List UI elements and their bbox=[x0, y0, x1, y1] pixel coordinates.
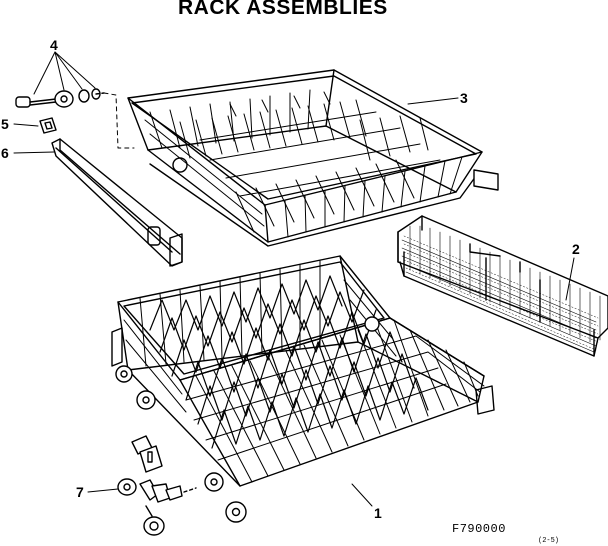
rack-rail bbox=[13, 138, 183, 267]
rack-roller-assembly bbox=[87, 435, 197, 536]
page-title: RACK ASSEMBLIES bbox=[178, 0, 388, 19]
callout-7: 7 bbox=[76, 484, 84, 500]
leader-line-2 bbox=[565, 257, 575, 301]
leader-line-1 bbox=[351, 483, 373, 507]
figure-code: F790000 bbox=[452, 522, 506, 536]
callout-5: 5 bbox=[1, 116, 9, 132]
callout-3: 3 bbox=[460, 90, 468, 106]
roller-axle-assembly bbox=[15, 88, 105, 108]
rail-stop-clip bbox=[13, 117, 57, 134]
leader-lines-4 bbox=[33, 51, 96, 95]
figure-subcode: (2-5) bbox=[538, 537, 560, 545]
upper-rack bbox=[127, 69, 499, 247]
callout-1: 1 bbox=[374, 505, 382, 521]
callout-6: 6 bbox=[1, 145, 9, 161]
callout-2: 2 bbox=[572, 241, 580, 257]
silverware-basket bbox=[397, 215, 608, 357]
leader-line-3 bbox=[407, 97, 459, 105]
callout-4: 4 bbox=[50, 37, 58, 53]
lower-rack bbox=[111, 255, 495, 523]
